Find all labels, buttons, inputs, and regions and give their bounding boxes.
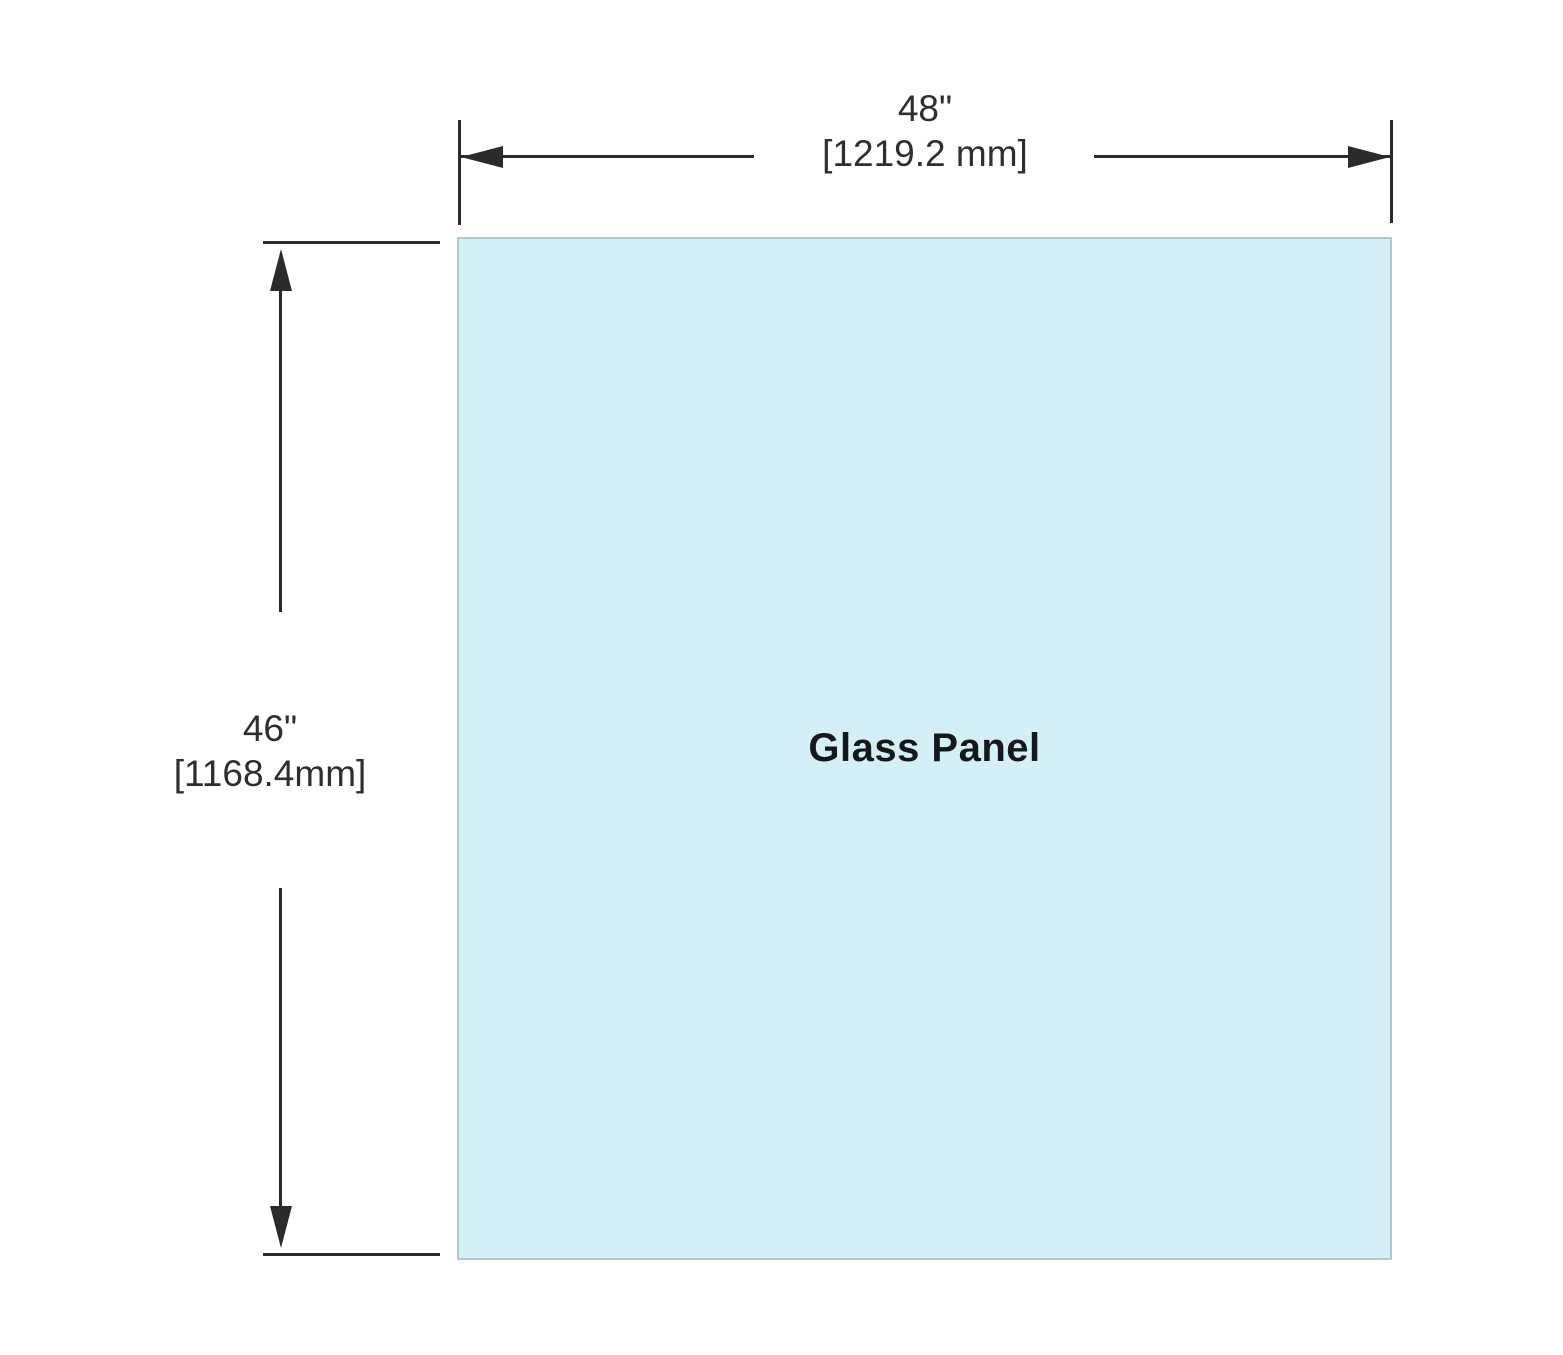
width-extension-line-left	[458, 120, 461, 225]
arrowhead-up-icon	[270, 249, 292, 291]
height-dimension-line-upper-segment	[279, 289, 282, 612]
width-dimension-mm: [1219.2 mm]	[822, 133, 1028, 174]
arrowhead-down-icon	[270, 1206, 292, 1248]
height-dimension-label: 46" [1168.4mm]	[120, 706, 420, 796]
height-dimension-mm: [1168.4mm]	[173, 753, 367, 794]
arrowhead-right-icon	[1348, 146, 1390, 168]
glass-panel: Glass Panel	[457, 237, 1392, 1260]
height-dimension-line-lower-segment	[279, 888, 282, 1208]
height-dimension-inches: 46"	[242, 708, 298, 749]
width-dimension-line-left-segment	[461, 155, 754, 158]
width-dimension-inches: 48"	[897, 88, 953, 129]
width-dimension-line-right-segment	[1094, 155, 1390, 158]
height-extension-line-bottom	[263, 1253, 440, 1256]
width-extension-line-right	[1390, 120, 1393, 223]
glass-panel-label: Glass Panel	[808, 726, 1041, 770]
height-extension-line-top	[263, 241, 440, 244]
arrowhead-left-icon	[461, 146, 503, 168]
width-dimension-label: 48" [1219.2 mm]	[725, 86, 1125, 176]
